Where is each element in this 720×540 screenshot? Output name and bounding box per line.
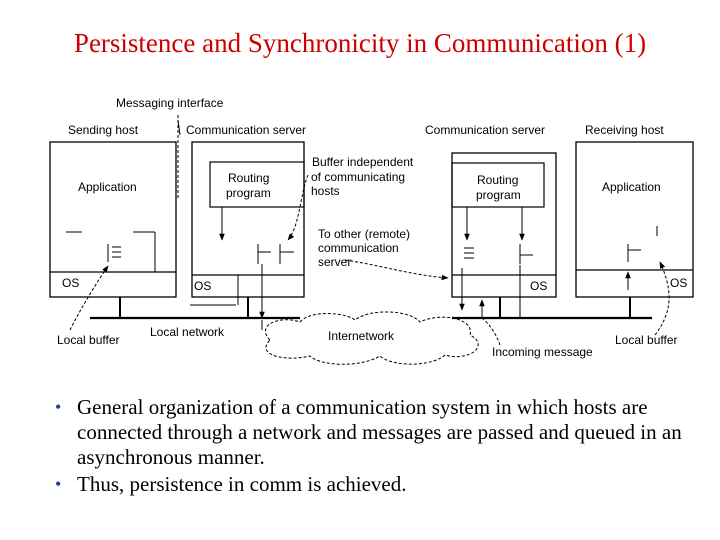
label-comm-server-right: Communication server: [425, 123, 545, 137]
right-routing-box: [451, 162, 545, 208]
label-incoming-message: Incoming message: [492, 345, 593, 359]
label-routing-left-1: Routing: [228, 171, 269, 185]
messaging-interface-pointer-2: [177, 119, 181, 136]
label-local-buffer-right: Local buffer: [615, 333, 678, 347]
local-buffer-right-pointer: [654, 261, 670, 336]
buffer-pointer: [287, 174, 309, 241]
left-routing-box: [209, 161, 305, 208]
label-buffer-independent-1: Buffer independent: [312, 155, 414, 169]
left-server-box: [191, 141, 305, 298]
label-os-1: OS: [62, 276, 79, 290]
incoming-message-pointer: [481, 317, 501, 346]
local-buffer-left-pointer: [69, 265, 109, 331]
label-internetwork: Internetwork: [328, 329, 395, 343]
label-os-4: OS: [670, 276, 687, 290]
left-server-queue: [257, 244, 294, 264]
slide-title: Persistence and Synchronicity in Communi…: [73, 28, 647, 58]
label-buffer-independent-3: hosts: [311, 184, 340, 198]
remote-server-pointer: [344, 259, 449, 281]
sending-host-box: [49, 141, 177, 298]
label-to-other-server-3: server: [318, 255, 351, 269]
receiving-host-box: [575, 141, 694, 298]
receiving-host-queue: [627, 226, 658, 262]
label-routing-right-1: Routing: [477, 173, 518, 187]
bullet-dot-icon: •: [55, 474, 62, 494]
label-to-other-server-2: communication: [318, 241, 399, 255]
label-to-other-server-1: To other (remote): [318, 227, 410, 241]
communication-system-diagram: Messaging interface Sending host Communi…: [49, 96, 694, 365]
label-local-network: Local network: [150, 325, 225, 339]
label-messaging-interface: Messaging interface: [116, 96, 224, 110]
label-routing-left-2: program: [226, 186, 271, 200]
bullet-item: •General organization of a communication…: [55, 395, 682, 469]
label-buffer-independent-2: of communicating: [311, 170, 405, 184]
label-routing-right-2: program: [476, 188, 521, 202]
bullet-dot-icon: •: [55, 397, 62, 417]
bullet-item: •Thus, persistence in comm is achieved.: [55, 472, 407, 496]
label-application-right: Application: [602, 180, 661, 194]
label-sending-host: Sending host: [68, 123, 139, 137]
label-os-3: OS: [530, 279, 547, 293]
bullet-list: •General organization of a communication…: [55, 395, 705, 499]
internetwork-cloud: [264, 311, 479, 365]
right-server-queue: [464, 244, 533, 264]
label-receiving-host: Receiving host: [585, 123, 664, 137]
label-os-2: OS: [194, 279, 211, 293]
sending-host-queue: [107, 244, 121, 262]
label-local-buffer-left: Local buffer: [57, 333, 120, 347]
label-application-left: Application: [78, 180, 137, 194]
right-server-box: [451, 152, 557, 298]
label-comm-server-left: Communication server: [186, 123, 306, 137]
